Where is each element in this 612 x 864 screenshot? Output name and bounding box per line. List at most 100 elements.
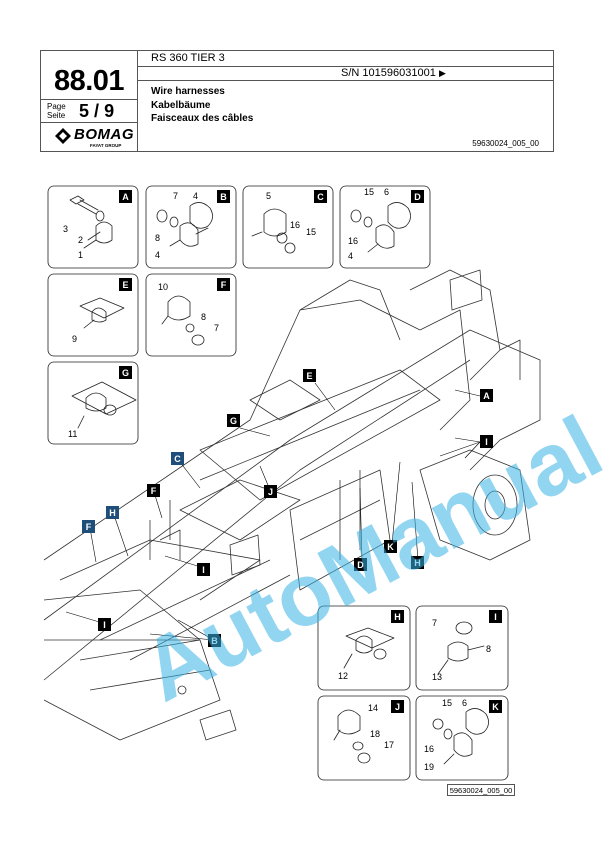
tag-J: J — [391, 700, 404, 713]
svg-text:D: D — [357, 560, 364, 570]
title-de: Kabelbäume — [151, 99, 211, 111]
bomag-logo: BOMAG FAYAT GROUP — [55, 126, 135, 150]
callouts: E A G I C J F D K H H F I I B — [82, 369, 493, 647]
callout-H-blue: H — [106, 506, 119, 519]
svg-text:H: H — [394, 612, 401, 622]
callout-I-left: I — [98, 618, 111, 631]
part-label: 15 — [442, 698, 452, 708]
part-label: 6 — [384, 187, 389, 197]
callout-G: G — [227, 414, 240, 427]
svg-text:E: E — [306, 371, 312, 381]
svg-text:I: I — [103, 620, 106, 630]
svg-text:C: C — [317, 192, 324, 202]
svg-text:I: I — [202, 565, 205, 575]
part-label: 4 — [155, 250, 160, 260]
part-label: 7 — [173, 191, 178, 201]
tag-B: B — [217, 190, 230, 203]
part-label: 3 — [63, 224, 68, 234]
tag-G: G — [119, 366, 132, 379]
part-label: 16 — [290, 220, 300, 230]
footer-reference: 59630024_005_00 — [447, 784, 515, 796]
serial-number: S/N 101596031001 — [341, 67, 436, 79]
tag-C: C — [314, 190, 327, 203]
svg-text:G: G — [122, 368, 129, 378]
part-label: 15 — [306, 227, 316, 237]
callout-A: A — [480, 389, 493, 402]
part-label: 15 — [364, 187, 374, 197]
doc-reference: 59630024_005_00 — [472, 139, 539, 148]
part-label: 14 — [368, 703, 378, 713]
callout-D: D — [354, 558, 367, 571]
svg-text:A: A — [483, 391, 490, 401]
part-label: 7 — [432, 618, 437, 628]
tag-H: H — [391, 610, 404, 623]
callout-F-blue: F — [82, 520, 95, 533]
part-label: 10 — [158, 282, 168, 292]
part-label: 2 — [78, 235, 83, 245]
tag-D: D — [411, 190, 424, 203]
callout-H: H — [411, 556, 424, 569]
part-label: 4 — [348, 251, 353, 261]
title-en: Wire harnesses — [151, 86, 225, 97]
callout-E: E — [303, 369, 316, 382]
part-label: 5 — [266, 191, 271, 201]
model-name: RS 360 TIER 3 — [151, 52, 225, 64]
part-label: 8 — [486, 644, 491, 654]
tag-K: K — [489, 700, 502, 713]
serial-arrow-icon: ▶ — [439, 68, 446, 78]
header-block: RS 360 TIER 3 S/N 101596031001 ▶ 88.01 P… — [40, 50, 554, 152]
svg-text:H: H — [414, 558, 421, 568]
part-label: 16 — [348, 236, 358, 246]
svg-text:B: B — [220, 192, 227, 202]
svg-text:H: H — [109, 508, 116, 518]
part-label: 18 — [370, 729, 380, 739]
title-fr: Faisceaux des câbles — [151, 113, 254, 124]
svg-text:C: C — [174, 454, 181, 464]
part-label: 1 — [78, 250, 83, 260]
part-label: 16 — [424, 744, 434, 754]
svg-text:F: F — [221, 280, 227, 290]
bomag-diamond-icon — [55, 128, 71, 144]
watermark: AutoManual — [126, 396, 612, 720]
svg-text:F: F — [86, 522, 92, 532]
callout-K: K — [384, 540, 397, 553]
svg-text:J: J — [395, 702, 400, 712]
part-label: 11 — [68, 429, 77, 439]
page-indicator: 5 / 9 — [79, 101, 115, 121]
part-label: 19 — [424, 762, 434, 772]
part-label: 17 — [384, 740, 394, 750]
callout-B: B — [208, 634, 221, 647]
svg-text:K: K — [492, 702, 499, 712]
svg-text:D: D — [414, 192, 421, 202]
tag-E: E — [119, 278, 132, 291]
svg-text:A: A — [122, 192, 129, 202]
page-title: Wire harnesses Kabelbäume Faisceaux des … — [151, 85, 253, 126]
svg-text:J: J — [268, 487, 273, 497]
svg-text:B: B — [211, 636, 218, 646]
callout-C: C — [171, 452, 184, 465]
part-label: 8 — [155, 233, 160, 243]
part-label: 6 — [462, 698, 467, 708]
svg-text:F: F — [151, 486, 157, 496]
part-label: 8 — [201, 312, 206, 322]
detail-tags: A B C D E F G H I J K — [119, 190, 502, 713]
part-label: 12 — [338, 671, 348, 681]
callout-J: J — [264, 485, 277, 498]
svg-text:I: I — [494, 612, 497, 622]
tag-I: I — [489, 610, 502, 623]
part-label: 4 — [193, 191, 198, 201]
svg-text:I: I — [485, 437, 488, 447]
part-label: 13 — [432, 672, 442, 682]
tag-F: F — [217, 278, 230, 291]
svg-text:E: E — [122, 280, 128, 290]
callout-F: F — [147, 484, 160, 497]
section-number: 88.01 — [53, 65, 125, 97]
part-label: 7 — [214, 323, 219, 333]
svg-text:G: G — [230, 416, 237, 426]
tag-A: A — [119, 190, 132, 203]
callout-I-mid: I — [197, 563, 210, 576]
part-label: 9 — [72, 334, 77, 344]
svg-text:K: K — [387, 542, 394, 552]
